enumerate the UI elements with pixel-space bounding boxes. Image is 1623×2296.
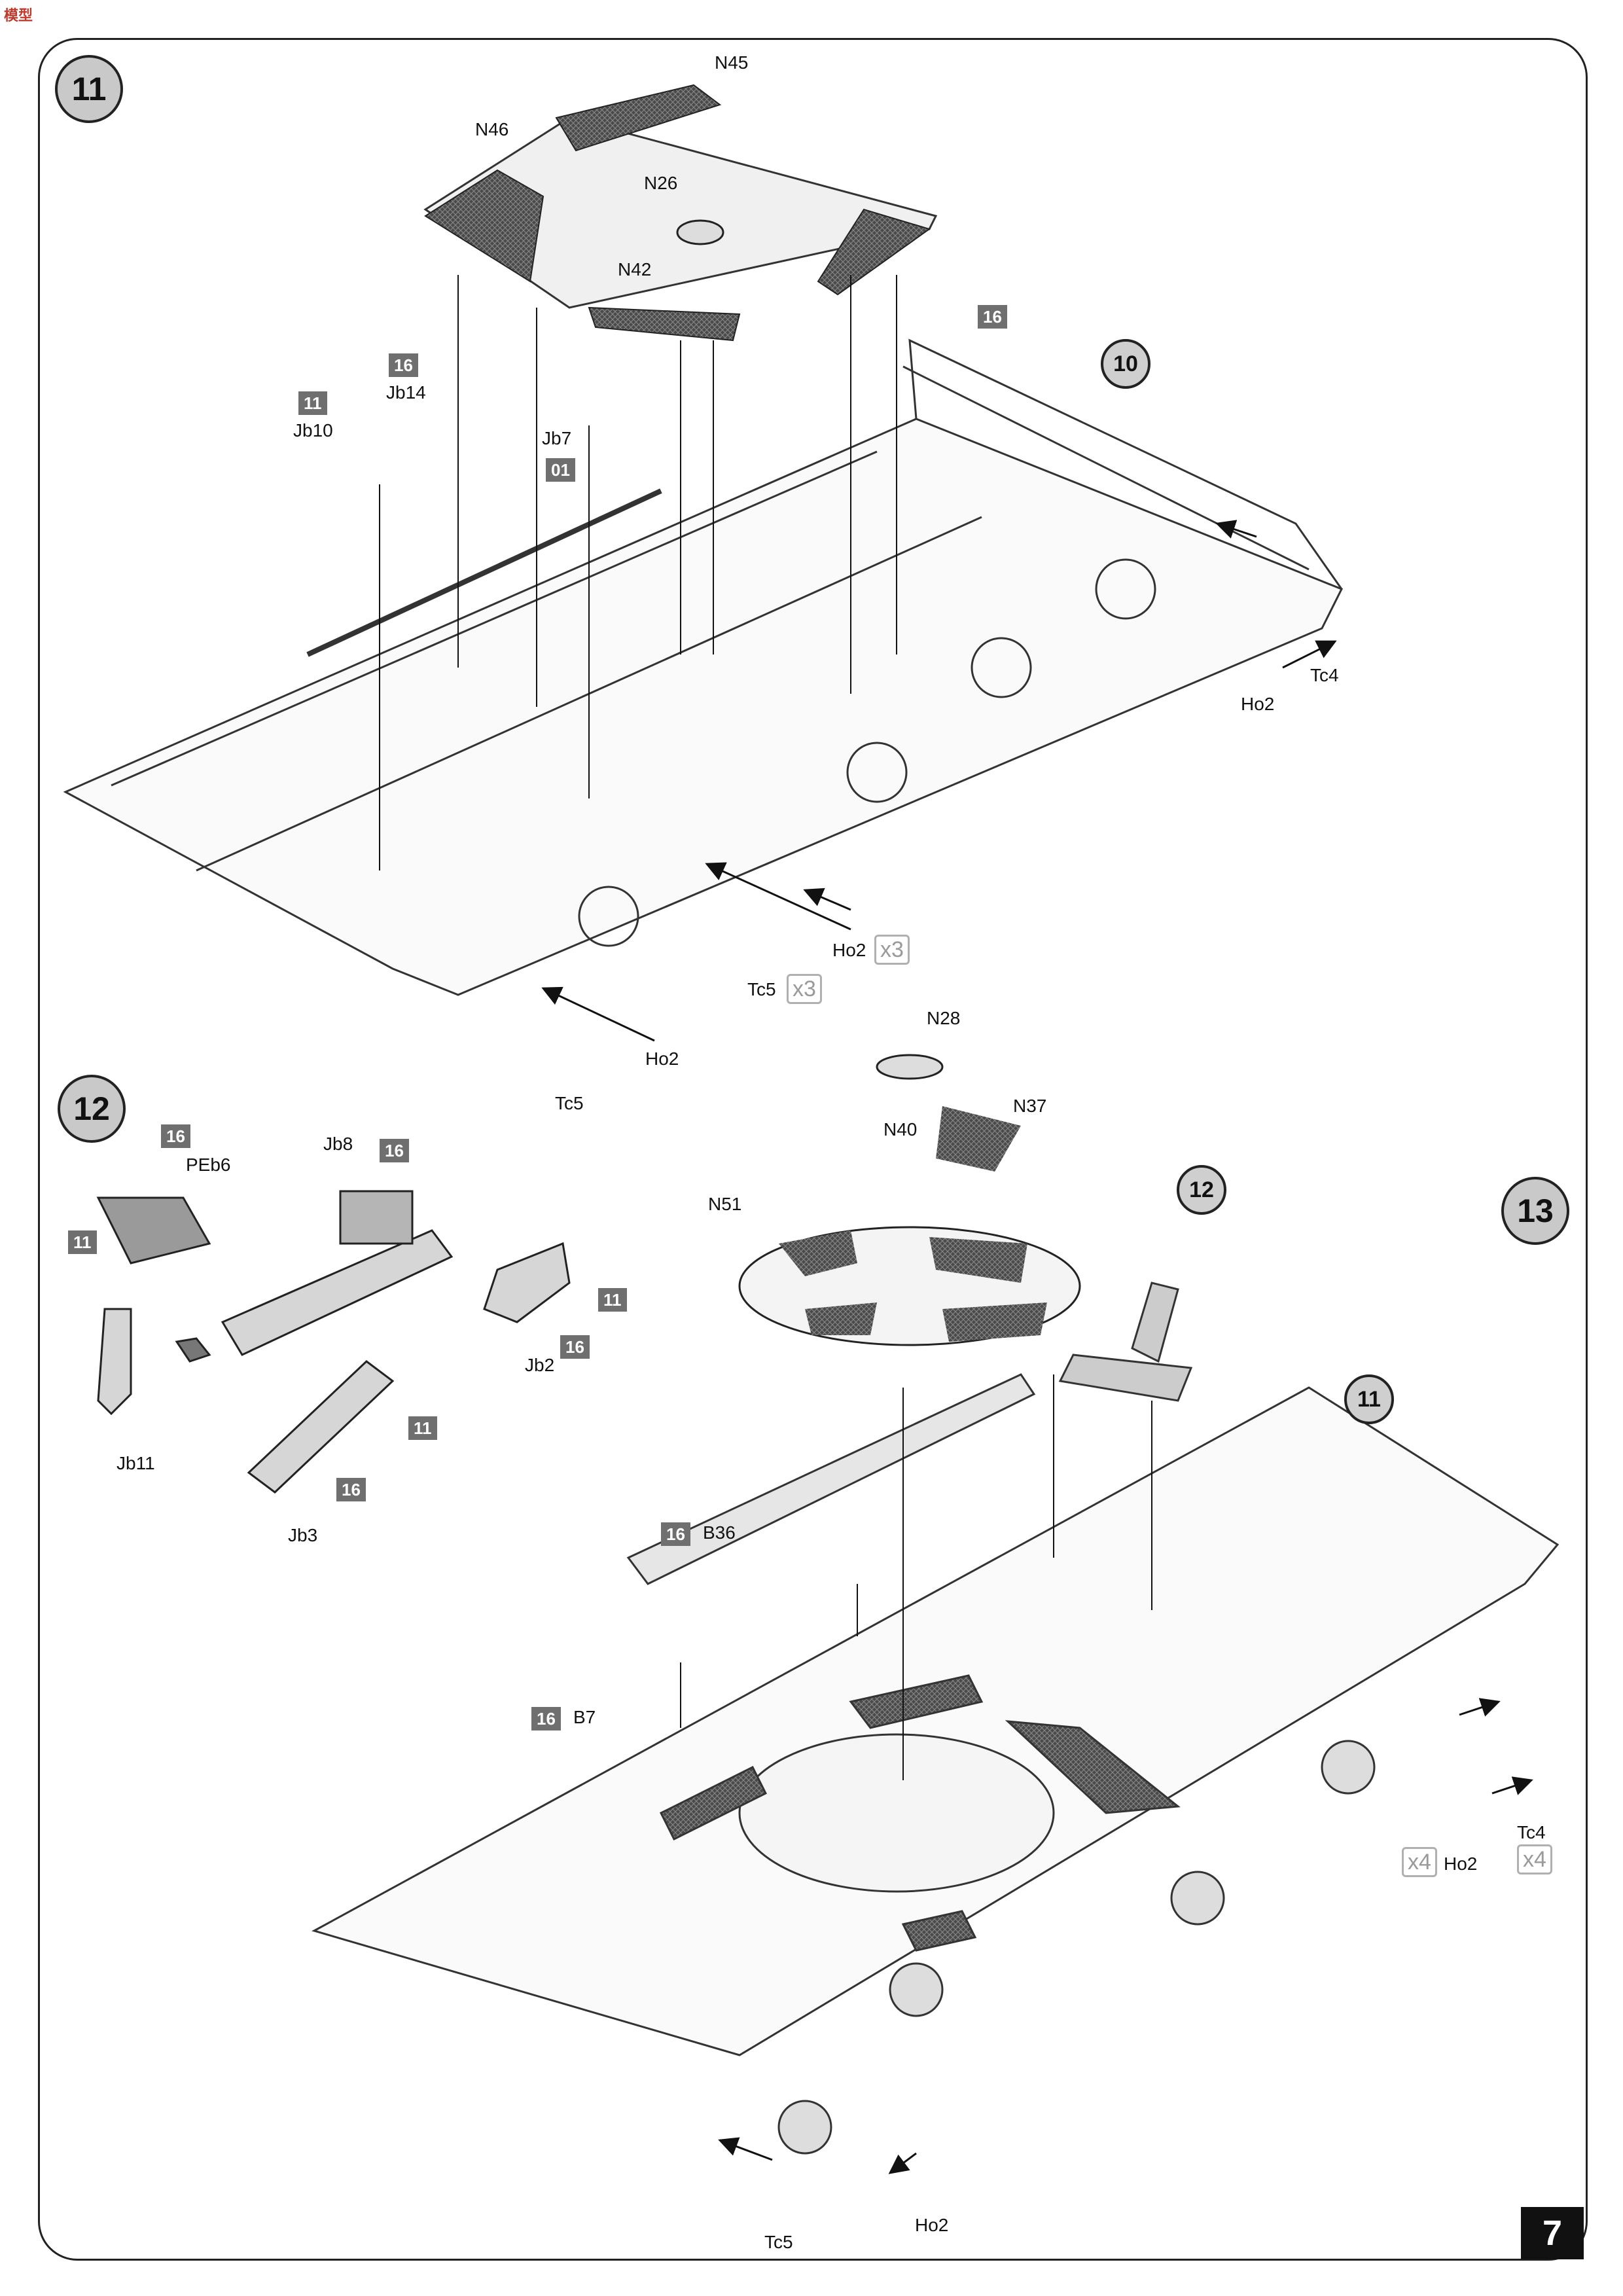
part-label-jb2: Jb2: [525, 1355, 555, 1375]
part-label-b7: B7: [573, 1707, 596, 1727]
part-label-jb10: Jb10: [293, 420, 333, 440]
ref-step-12-badge: 12: [1177, 1165, 1226, 1215]
part-label-ho2-a: Ho2: [1241, 694, 1275, 714]
part-label-n46: N46: [475, 119, 509, 139]
part-label-jb8: Jb8: [323, 1134, 353, 1154]
part-label-peb6: PEb6: [186, 1155, 231, 1175]
quantity-x3-tc5: x3: [787, 974, 822, 1004]
step-11-deck-plates: [423, 84, 938, 342]
part-label-tc4-d: Tc4: [1517, 1822, 1546, 1842]
sprue-tag-16-h: 16: [531, 1707, 561, 1731]
part-label-ho2-e: Ho2: [915, 2215, 949, 2235]
part-label-n51: N51: [708, 1194, 742, 1214]
part-label-ho2-b: Ho2: [832, 940, 866, 960]
step-13-badge: 13: [1501, 1177, 1569, 1245]
step-11-badge: 11: [55, 55, 123, 123]
part-label-n45: N45: [715, 52, 749, 73]
page-number: 7: [1521, 2207, 1584, 2259]
part-label-jb7: Jb7: [542, 428, 572, 448]
part-label-n26: N26: [644, 173, 678, 193]
sprue-tag-16-g: 16: [661, 1522, 690, 1546]
sprue-tag-16-f: 16: [336, 1478, 366, 1501]
sprue-tag-11-b: 11: [68, 1230, 97, 1254]
quantity-x4-ho2: x4: [1402, 1847, 1437, 1877]
part-label-jb3: Jb3: [288, 1525, 318, 1545]
part-label-n37: N37: [1013, 1096, 1047, 1116]
step-11-guide-lines: [379, 275, 897, 870]
site-logo: 模型: [4, 7, 33, 24]
sprue-tag-11-c: 11: [598, 1288, 627, 1312]
step-11-hull-drawing: [63, 338, 1344, 996]
sprue-tag-01: 01: [546, 458, 575, 482]
part-label-jb14: Jb14: [386, 382, 426, 403]
step-11-arrows: [541, 520, 1337, 1042]
step-12-badge: 12: [58, 1075, 126, 1143]
step-13-hull-drawing: [312, 1282, 1560, 2155]
step-12-parts: [96, 1190, 571, 1494]
sprue-tag-11-a: 11: [298, 391, 327, 415]
step-13-guide-lines: [680, 1374, 1152, 1780]
part-label-tc4-a: Tc4: [1310, 665, 1339, 685]
ref-step-11-badge: 11: [1344, 1374, 1394, 1424]
part-label-n28: N28: [927, 1008, 961, 1028]
quantity-x4-tc4: x4: [1517, 1844, 1552, 1874]
part-label-n40: N40: [883, 1119, 918, 1139]
step-13-turret-ring: [738, 1054, 1081, 1346]
sprue-tag-11-d: 11: [408, 1416, 437, 1440]
part-label-jb11: Jb11: [116, 1453, 155, 1473]
part-label-ho2-c: Ho2: [645, 1049, 679, 1069]
part-label-tc5-e: Tc5: [764, 2232, 793, 2252]
part-label-b36: B36: [703, 1522, 736, 1543]
sprue-tag-16-a: 16: [978, 305, 1007, 329]
step-13-arrows: [718, 1698, 1533, 2174]
sprue-tag-16-b: 16: [389, 353, 418, 377]
part-label-ho2-d: Ho2: [1444, 1854, 1478, 1874]
sprue-tag-16-d: 16: [380, 1139, 409, 1162]
part-label-tc5-c: Tc5: [555, 1093, 584, 1113]
sprue-tag-16-e: 16: [560, 1335, 590, 1359]
quantity-x3-ho2: x3: [874, 935, 910, 965]
part-label-n42: N42: [618, 259, 652, 279]
sprue-tag-16-c: 16: [161, 1124, 190, 1148]
part-label-tc5-b: Tc5: [747, 979, 776, 999]
page-frame: [38, 38, 1588, 2261]
ref-step-10-badge: 10: [1101, 339, 1150, 389]
